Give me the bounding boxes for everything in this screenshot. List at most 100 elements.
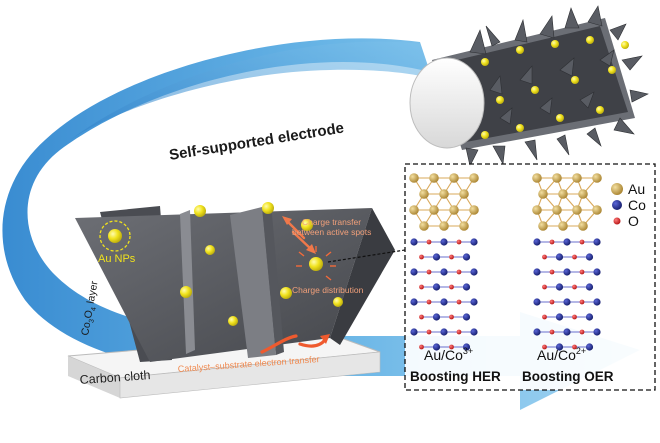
au-atom — [578, 221, 588, 231]
co-atom — [410, 328, 418, 336]
co-atom — [410, 238, 418, 246]
co-atom — [533, 298, 541, 306]
au-nanoparticles — [108, 202, 343, 326]
charge-distribution-label: Charge distribution — [292, 285, 364, 295]
au-atom — [592, 205, 602, 215]
o-atom — [426, 299, 432, 305]
co-atom — [593, 268, 601, 276]
co-atom — [555, 313, 564, 321]
o-atom — [579, 269, 585, 275]
o-atom — [542, 254, 547, 260]
co-atom — [462, 313, 471, 321]
au-atom — [429, 173, 439, 183]
o-atom — [456, 299, 462, 305]
co-atom — [470, 268, 478, 276]
o-atom — [542, 284, 547, 290]
au-atom — [469, 173, 479, 183]
co-atom — [470, 328, 478, 336]
legend-label: O — [628, 213, 639, 229]
au-atom — [558, 221, 568, 231]
co-atom — [593, 298, 601, 306]
co-atom — [440, 298, 448, 306]
co-atom — [585, 283, 594, 291]
co-atom — [533, 238, 541, 246]
co-atom — [462, 253, 471, 261]
au-atom — [459, 221, 469, 231]
o-atom — [449, 284, 454, 290]
co-atom — [410, 268, 418, 276]
co-atom — [432, 313, 441, 321]
co-atom — [432, 343, 441, 351]
co-atom — [432, 283, 441, 291]
co3o4-layer-label: Co3O4 layer — [79, 280, 102, 337]
o-atom — [549, 329, 555, 335]
au-atom — [419, 189, 429, 199]
au-atom — [538, 221, 548, 231]
au-atom — [429, 205, 439, 215]
o-atom — [426, 239, 432, 245]
au-nps-highlight-ring — [99, 220, 131, 252]
au-atom — [552, 173, 562, 183]
co-atom — [440, 328, 448, 336]
boosting-her-label: Boosting HER — [410, 369, 501, 384]
au-atom — [572, 205, 582, 215]
co-atom — [462, 283, 471, 291]
au-co2-label: Au/Co2+ — [537, 346, 586, 363]
o-atom — [449, 344, 454, 350]
o-atom — [572, 314, 577, 320]
co-atom — [533, 328, 541, 336]
charge-transfer-label: Charge transfer between active spots — [292, 217, 371, 237]
o-atom — [579, 239, 585, 245]
catalyst-transfer-arrow-2 — [298, 338, 327, 348]
au-atom — [409, 173, 419, 183]
electrode-cylinder — [409, 5, 649, 167]
o-atom — [579, 329, 585, 335]
o-atom — [449, 314, 454, 320]
au-atom — [459, 189, 469, 199]
au-atom — [532, 205, 542, 215]
o-atom — [542, 344, 547, 350]
legend-label: Co — [628, 197, 646, 213]
boosting-oer-label: Boosting OER — [522, 369, 614, 384]
co-atom — [440, 238, 448, 246]
co-atom — [462, 343, 471, 351]
co-atom — [563, 268, 571, 276]
co-atom — [533, 268, 541, 276]
o-atom — [419, 254, 424, 260]
au-co3-label: Au/Co3+ — [424, 346, 473, 363]
co-atom — [555, 343, 564, 351]
co-atom — [555, 253, 564, 261]
legend-label: Au — [628, 181, 645, 197]
co-atom — [585, 253, 594, 261]
catalyst-transfer-arrowhead — [320, 334, 330, 344]
process-arrow-highlight — [70, 41, 430, 140]
zoom-leader-line — [327, 249, 406, 263]
catalyst-transfer-arrow — [260, 334, 298, 354]
o-atom — [419, 284, 424, 290]
charge-transfer-arrowhead-up — [282, 216, 292, 225]
charge-burst — [296, 246, 336, 281]
o-atom — [549, 239, 555, 245]
o-atom — [456, 329, 462, 335]
charge-transfer-arrowhead-down — [306, 244, 316, 254]
legend-marker — [611, 183, 623, 195]
au-atom — [532, 173, 542, 183]
au-atom — [552, 205, 562, 215]
o-atom — [549, 269, 555, 275]
legend-marker — [612, 200, 622, 210]
au-atom — [578, 189, 588, 199]
co-atom — [585, 313, 594, 321]
o-atom — [542, 314, 547, 320]
carbon-cloth-label: Carbon cloth — [79, 368, 151, 387]
o-atom — [549, 299, 555, 305]
au-atom — [572, 173, 582, 183]
o-atom — [572, 344, 577, 350]
au-atom — [449, 173, 459, 183]
co-atom — [593, 238, 601, 246]
au-nps-label: Au NPs — [98, 253, 136, 265]
au-atom — [558, 189, 568, 199]
legend-marker — [613, 217, 621, 225]
electrode-label: Self-supported electrode — [168, 120, 345, 164]
